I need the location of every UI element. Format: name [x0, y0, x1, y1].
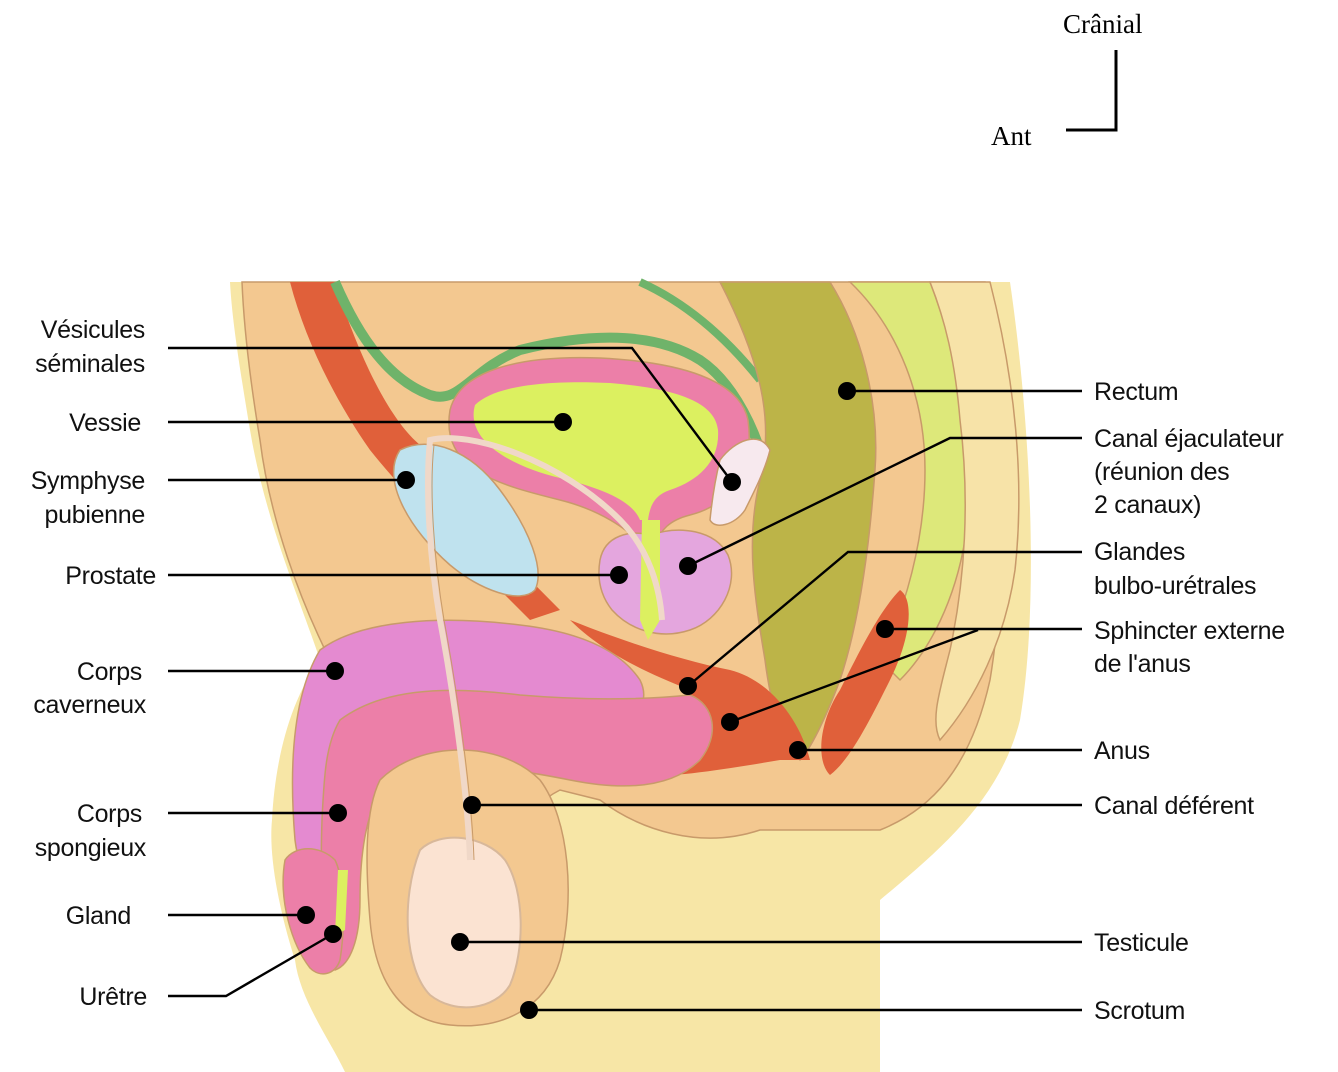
- label-corps-spongieux-line2: spongieux: [35, 834, 147, 862]
- label-uretre: Urêtre: [79, 983, 147, 1011]
- label-canal-deferent: Canal déférent: [1094, 792, 1254, 820]
- label-vesicules-line2: séminales: [35, 350, 145, 378]
- label-glandes-bulbo-line1: Glandes: [1094, 538, 1185, 566]
- labels-right: Rectum Canal éjaculateur (réunion des 2 …: [1094, 378, 1285, 1025]
- label-corps-caverneux-line1: Corps: [77, 658, 142, 686]
- dot-testicule: [451, 933, 469, 951]
- dot-canal-deferent: [463, 796, 481, 814]
- orientation-anterior: Ant: [991, 121, 1032, 151]
- orientation-axis-icon: [1066, 50, 1116, 130]
- label-symphyse-line2: pubienne: [45, 501, 145, 529]
- label-anus: Anus: [1094, 737, 1150, 765]
- anatomy-illustration: [230, 282, 1031, 1072]
- orientation-cranial: Crânial: [1063, 9, 1142, 39]
- dot-canal-ejaculateur: [679, 557, 697, 575]
- dot-corps-spongieux: [329, 804, 347, 822]
- label-vessie: Vessie: [69, 409, 141, 437]
- dot-corps-caverneux: [326, 662, 344, 680]
- dot-symphyse: [397, 471, 415, 489]
- testis: [408, 838, 521, 1008]
- label-canal-ejaculateur-line2: (réunion des: [1094, 458, 1229, 486]
- label-gland: Gland: [66, 902, 131, 930]
- labels-left: Vésicules séminales Vessie Symphyse pubi…: [31, 316, 156, 1011]
- dot-rectum: [838, 382, 856, 400]
- label-scrotum: Scrotum: [1094, 997, 1185, 1025]
- dot-sphincter-1: [876, 620, 894, 638]
- label-canal-ejaculateur-line1: Canal éjaculateur: [1094, 425, 1283, 453]
- orientation-indicator: Crânial Ant: [991, 9, 1142, 151]
- dot-sphincter-2: [721, 713, 739, 731]
- label-rectum: Rectum: [1094, 378, 1178, 406]
- label-glandes-bulbo-line2: bulbo-urétrales: [1094, 572, 1256, 600]
- label-sphincter-line2: de l'anus: [1094, 650, 1191, 678]
- label-corps-spongieux-line1: Corps: [77, 800, 142, 828]
- label-canal-ejaculateur-line3: 2 canaux): [1094, 491, 1201, 519]
- dot-gland: [297, 906, 315, 924]
- dot-vesicules: [723, 473, 741, 491]
- label-vesicules-line1: Vésicules: [41, 316, 145, 344]
- dot-anus: [789, 741, 807, 759]
- label-symphyse-line1: Symphyse: [31, 467, 145, 495]
- label-prostate: Prostate: [65, 562, 156, 590]
- label-corps-caverneux-line2: caverneux: [33, 691, 146, 719]
- dot-vessie: [554, 413, 572, 431]
- label-testicule: Testicule: [1094, 929, 1189, 957]
- dot-glandes-bulbo: [679, 677, 697, 695]
- dot-uretre: [324, 925, 342, 943]
- dot-prostate: [610, 566, 628, 584]
- dot-scrotum: [520, 1001, 538, 1019]
- label-sphincter-line1: Sphincter externe: [1094, 617, 1285, 645]
